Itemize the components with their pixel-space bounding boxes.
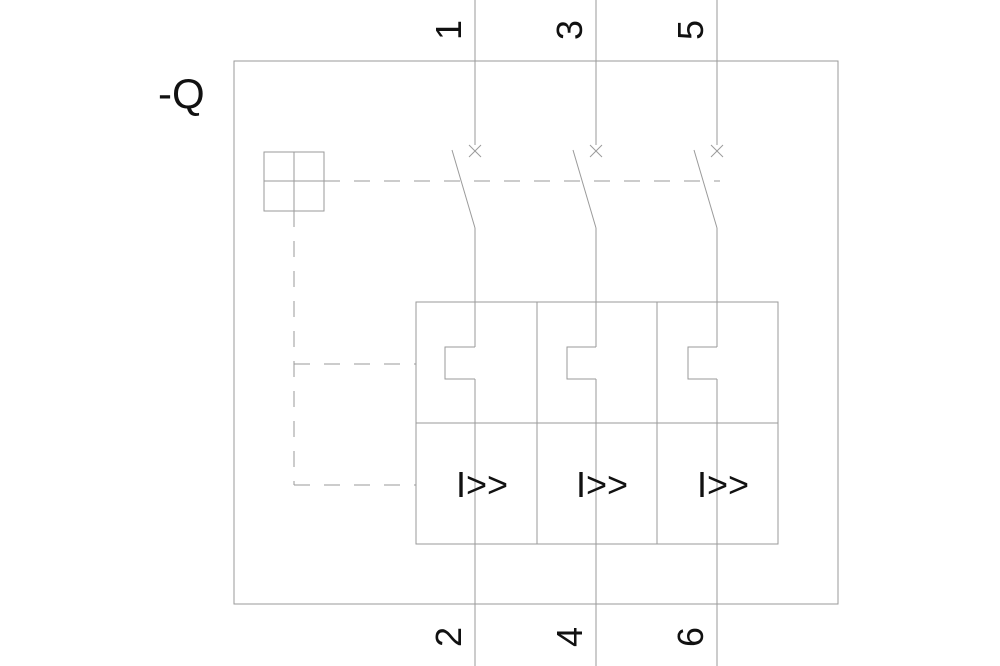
protection-unit-grid <box>415 301 779 545</box>
terminal-top-5: 5 <box>670 20 711 40</box>
pole-2 <box>566 0 603 666</box>
trip-label-3: I>> <box>697 464 749 505</box>
operating-handle-symbol <box>263 151 325 212</box>
trip-label-1: I>> <box>456 464 508 505</box>
reference-designator: -Q <box>158 70 205 117</box>
pole-1 <box>444 0 482 666</box>
housing-outline <box>233 60 839 605</box>
terminal-bottom-2: 2 <box>428 627 469 647</box>
mechanical-linkage <box>293 180 720 486</box>
trip-label-2: I>> <box>576 464 628 505</box>
pole-3 <box>687 0 724 666</box>
terminal-top-1: 1 <box>428 20 469 40</box>
terminal-bottom-4: 4 <box>549 627 590 647</box>
terminal-top-3: 3 <box>549 20 590 40</box>
terminal-bottom-6: 6 <box>670 627 711 647</box>
